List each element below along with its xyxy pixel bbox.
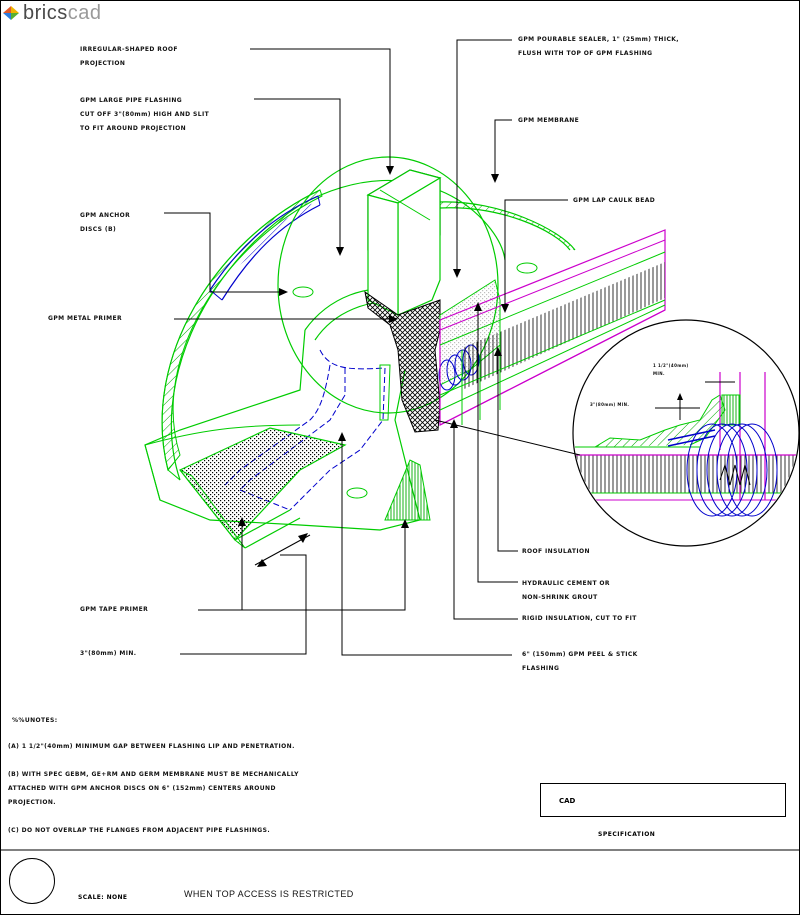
- label-pourable-sealer: GPM POURABLE SEALER, 1" (25mm) THICK, FL…: [518, 33, 679, 61]
- penetration-block: [364, 169, 501, 433]
- label-line: FLASHING: [522, 665, 560, 672]
- note-b-line1: (B) WITH SPEC GEBM, GE+RM AND GERM MEMBR…: [8, 771, 299, 778]
- bricscad-logo-icon: [2, 4, 20, 22]
- enlarged-detail: [434, 319, 800, 547]
- label-rigid-insulation: RIGID INSULATION, CUT TO FIT: [522, 612, 637, 626]
- label-hydraulic-cement: HYDRAULIC CEMENT OR NON-SHRINK GROUT: [522, 577, 610, 605]
- label-membrane: GPM MEMBRANE: [518, 114, 579, 128]
- label-line: RIGID INSULATION, CUT TO FIT: [522, 615, 637, 622]
- label-line: 1 1/2"(40mm): [653, 363, 689, 368]
- label-line: IRREGULAR-SHAPED ROOF: [80, 46, 178, 53]
- label-roof-projection: IRREGULAR-SHAPED ROOF PROJECTION: [80, 43, 178, 71]
- label-peel-stick: 6" (150mm) GPM PEEL & STICK FLASHING: [522, 648, 638, 676]
- label-line: 3"(80mm) MIN.: [590, 402, 630, 407]
- peel-and-stick-flashing: [179, 427, 347, 549]
- cad-label: CAD: [559, 797, 576, 805]
- pipe-flashing-flange: [161, 156, 576, 499]
- label-line: NON-SHRINK GROUT: [522, 594, 598, 601]
- logo-suffix: cad: [67, 1, 102, 24]
- label-lap-caulk: GPM LAP CAULK BEAD: [573, 194, 655, 208]
- label-line: GPM LARGE PIPE FLASHING: [80, 97, 183, 104]
- detail-number-circle: [9, 858, 55, 904]
- label-line: DISCS (B): [80, 226, 117, 233]
- note-c: (C) DO NOT OVERLAP THE FLANGES FROM ADJA…: [8, 827, 271, 834]
- note-b-line3: PROJECTION.: [8, 799, 56, 806]
- label-pipe-flashing: GPM LARGE PIPE FLASHING CUT OFF 3"(80mm)…: [80, 94, 209, 136]
- leader-arrowheads: [238, 166, 509, 567]
- label-anchor-discs: GPM ANCHOR DISCS (B): [80, 209, 130, 237]
- note-b-line2: ATTACHED WITH GPM ANCHOR DISCS ON 6" (15…: [8, 785, 276, 792]
- label-line: TO FIT AROUND PROJECTION: [80, 125, 187, 132]
- logo-prefix: brics: [23, 1, 68, 24]
- label-line: FLUSH WITH TOP OF GPM FLASHING: [518, 50, 653, 57]
- scale-label: SCALE: NONE: [78, 894, 128, 901]
- leader-lines: [164, 39, 568, 656]
- label-line: GPM TAPE PRIMER: [80, 606, 149, 613]
- cad-box: CAD: [540, 783, 786, 817]
- label-line: ROOF INSULATION: [522, 548, 590, 555]
- detail-dim-lip: 1 1/2"(40mm) MIN.: [653, 362, 689, 378]
- note-a: (A) 1 1/2"(40mm) MINIMUM GAP BETWEEN FLA…: [8, 743, 295, 750]
- drawing-title: WHEN TOP ACCESS IS RESTRICTED: [184, 889, 354, 899]
- label-line: MIN.: [653, 371, 665, 376]
- label-min-3in: 3"(80mm) MIN.: [80, 647, 136, 661]
- bricscad-logo: bricscad: [2, 2, 101, 24]
- label-roof-insulation: ROOF INSULATION: [522, 545, 590, 559]
- label-line: GPM ANCHOR: [80, 212, 131, 219]
- label-tape-primer: GPM TAPE PRIMER: [80, 603, 148, 617]
- label-line: CUT OFF 3"(80mm) HIGH AND SLIT: [80, 111, 210, 118]
- label-line: GPM METAL PRIMER: [48, 315, 122, 322]
- label-line: PROJECTION: [80, 60, 126, 67]
- label-line: GPM LAP CAULK BEAD: [573, 197, 656, 204]
- logo-text: bricscad: [23, 2, 101, 25]
- label-line: GPM POURABLE SEALER, 1" (25mm) THICK,: [518, 36, 679, 43]
- specification-label: SPECIFICATION: [598, 831, 656, 838]
- label-line: HYDRAULIC CEMENT OR: [522, 580, 610, 587]
- detail-dim-min: 3"(80mm) MIN.: [590, 401, 629, 409]
- label-metal-primer: GPM METAL PRIMER: [48, 312, 122, 326]
- label-line: GPM MEMBRANE: [518, 117, 580, 124]
- label-line: 3"(80mm) MIN.: [80, 650, 137, 657]
- label-line: 6" (150mm) GPM PEEL & STICK: [522, 651, 638, 658]
- notes-heading: %%UNOTES:: [12, 717, 58, 724]
